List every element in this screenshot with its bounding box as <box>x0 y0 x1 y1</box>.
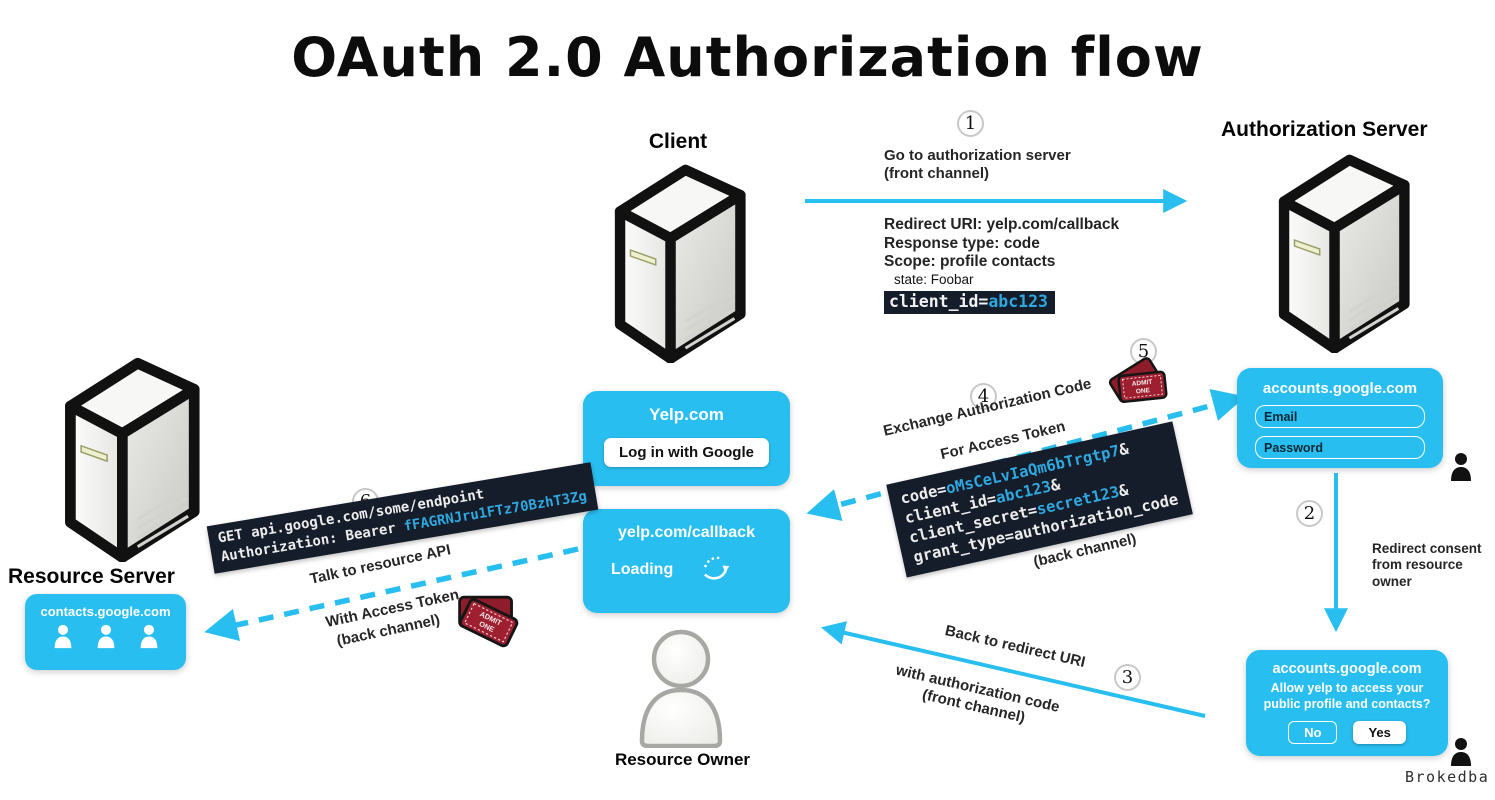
callback-box-title: yelp.com/callback <box>618 524 755 541</box>
resource-server-label: Resource Server <box>8 565 175 588</box>
user-silhouette-icon <box>1451 738 1471 766</box>
authorization-server-icon <box>1258 145 1426 353</box>
auth-request-params: Redirect URI: yelp.com/callback Response… <box>884 216 1119 314</box>
amp2: & <box>1048 475 1062 496</box>
step4-badge: 4 <box>970 383 997 410</box>
access-token-ticket-icon: ADMIT ONE <box>458 595 519 648</box>
param-scope: Scope: profile contacts <box>884 253 1056 271</box>
access-token-ticket-icon: ADMIT ONE <box>1108 357 1168 403</box>
google-login-box: accounts.google.com Email Password <box>1237 368 1443 468</box>
contacts-box-title: contacts.google.com <box>40 604 171 619</box>
google-login-title: accounts.google.com <box>1262 380 1418 397</box>
client-server-icon <box>593 155 763 363</box>
consent-question: Allow yelp to access your public profile… <box>1246 681 1448 712</box>
contact-person-icon <box>97 624 114 649</box>
step1-caption-line2: (front channel) <box>884 165 989 183</box>
step1-badge: 1 <box>957 110 984 137</box>
client-label: Client <box>648 130 708 153</box>
param-redirect-uri: Redirect URI: yelp.com/callback <box>884 216 1120 233</box>
step5-badge: 5 <box>1130 338 1157 365</box>
contacts-box: contacts.google.com <box>25 594 186 670</box>
author-signature: Brokedba <box>1405 768 1490 786</box>
authorization-server-label: Authorization Server <box>1221 118 1428 141</box>
client-id-key: client_id= <box>889 291 989 311</box>
yelp-box: Yelp.com Log in with Google <box>583 391 790 486</box>
resource-owner-label: Resource Owner <box>614 750 751 769</box>
password-field[interactable]: Password <box>1255 436 1425 459</box>
step2-badge: 2 <box>1296 500 1323 527</box>
google-consent-title: accounts.google.com <box>1272 661 1422 677</box>
step2-caption-line2: from resource owner <box>1372 557 1463 589</box>
loading-spinner-icon <box>704 556 730 580</box>
email-field[interactable]: Email <box>1255 405 1425 428</box>
consent-no-button[interactable]: No <box>1288 721 1338 745</box>
resource-server-icon <box>34 348 226 562</box>
step2-caption-line1: Redirect consent <box>1372 541 1482 556</box>
loading-label: Loading <box>611 561 674 578</box>
contact-person-icon <box>140 624 157 649</box>
ticket-text-admit: ADMIT <box>1131 379 1152 388</box>
step3-badge: 3 <box>1114 664 1141 691</box>
ticket-text-one: ONE <box>1136 387 1151 396</box>
step5-number: 5 <box>1137 341 1150 362</box>
step2-caption: Redirect consent from resource owner <box>1372 541 1495 590</box>
page-title: OAuth 2.0 Authorization flow <box>291 26 1204 89</box>
client-id-chip: client_id=abc123 <box>884 290 1055 314</box>
step3-caption-rest: with authorization code (front channel) <box>857 654 1094 743</box>
yelp-box-title: Yelp.com <box>649 405 724 424</box>
contact-person-icon <box>54 624 71 649</box>
step4-number: 4 <box>977 386 990 407</box>
step3-number: 3 <box>1121 667 1134 688</box>
login-with-google-button[interactable]: Log in with Google <box>604 438 769 467</box>
google-consent-box: accounts.google.com Allow yelp to access… <box>1246 650 1448 756</box>
resource-owner-icon <box>639 629 723 748</box>
client-id-value: abc123 <box>988 291 1048 311</box>
step1-caption-line1: Go to authorization server <box>884 147 1071 164</box>
contacts-users <box>25 624 186 649</box>
consent-question-line2: public profile and contacts? <box>1263 696 1431 711</box>
param-response-type: Response type: code <box>884 234 1040 252</box>
param-state: state: Foobar <box>894 271 974 287</box>
step2-number: 2 <box>1303 503 1316 524</box>
step1-caption: Go to authorization server (front channe… <box>884 147 1071 184</box>
callback-box: yelp.com/callback Loading <box>583 509 790 613</box>
consent-yes-button[interactable]: Yes <box>1353 721 1406 745</box>
step1-number: 1 <box>964 113 977 134</box>
consent-question-line1: Allow yelp to access your <box>1270 681 1424 695</box>
user-silhouette-icon <box>1451 453 1471 481</box>
